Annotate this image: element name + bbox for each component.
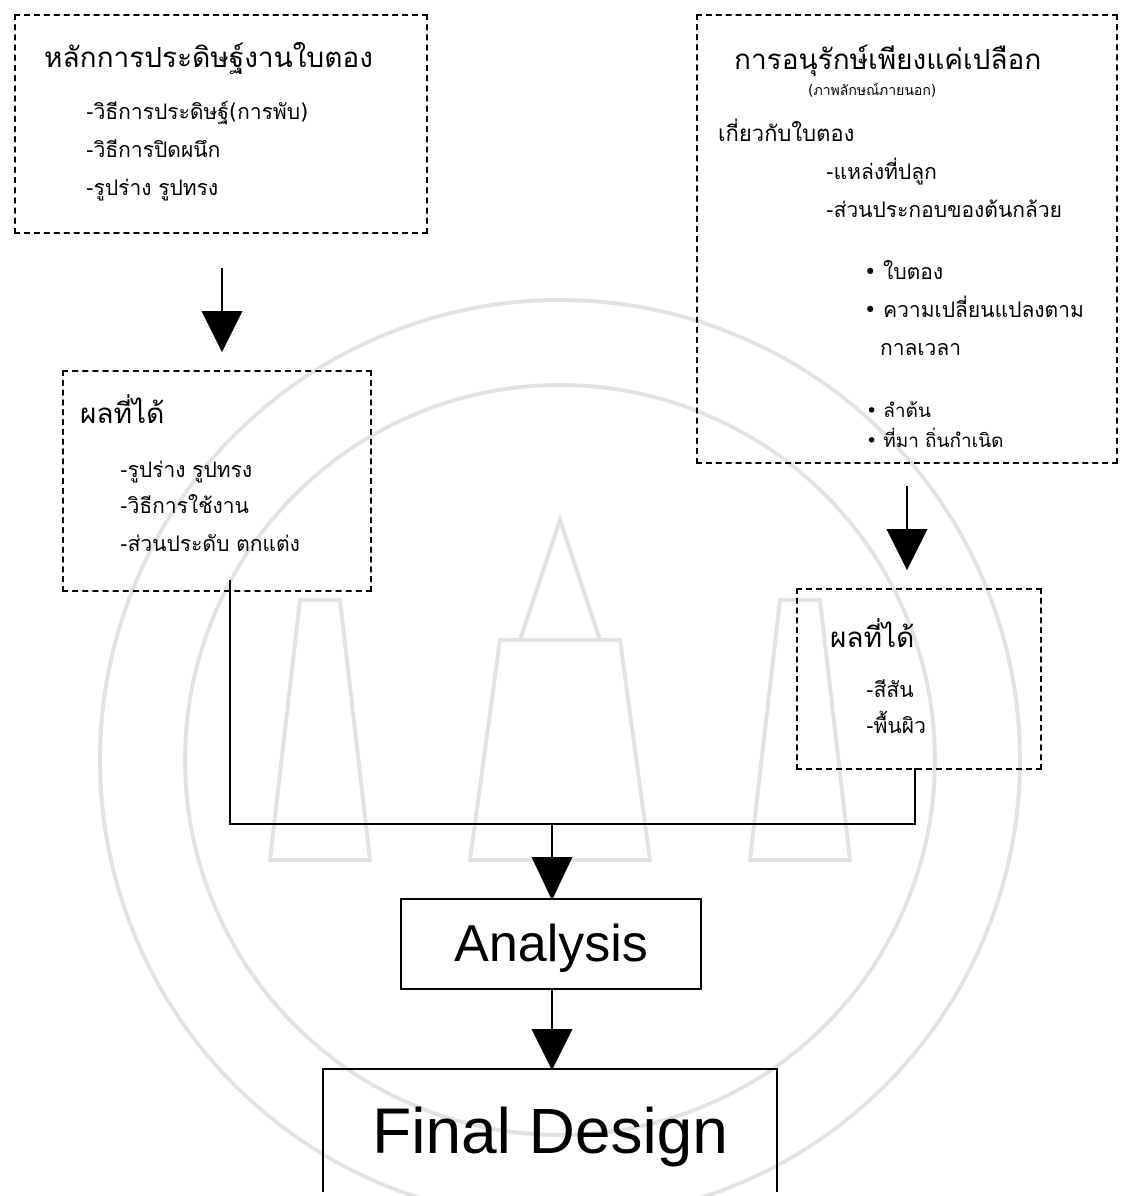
right-conservation-bullet: • ใบตอง bbox=[864, 260, 944, 284]
left-principles-box bbox=[14, 14, 428, 234]
final-design-label: Final Design bbox=[372, 1095, 728, 1167]
right-result-title: ผลที่ได้ bbox=[830, 621, 915, 654]
left-result-box bbox=[62, 370, 372, 592]
left-principles-item: -วิธีการปิดผนึก bbox=[86, 138, 221, 162]
right-conservation-heading: เกี่ยวกับใบตอง bbox=[718, 122, 855, 147]
left-result-title: ผลที่ได้ bbox=[80, 397, 165, 430]
right-conservation-item: -ส่วนประกอบของต้นกล้วย bbox=[826, 198, 1062, 222]
bullet-text: ที่มา ถิ่นกำเนิด bbox=[883, 430, 1004, 452]
left-result-item: -รูปร่าง รูปทรง bbox=[120, 458, 253, 482]
right-conservation-bullet: • ลำต้น bbox=[866, 400, 931, 422]
left-principles-title: หลักการประดิษฐ์งานใบตอง bbox=[44, 41, 373, 74]
final-design-box: Final Design bbox=[322, 1068, 778, 1192]
arrow-head-1 bbox=[201, 311, 243, 353]
left-principles-item: -วิธีการประดิษฐ์(การพับ) bbox=[86, 100, 309, 124]
analysis-box: Analysis bbox=[400, 898, 702, 990]
arrow-head-4 bbox=[531, 1029, 573, 1071]
left-result-item: -วิธีการใช้งาน bbox=[120, 494, 249, 518]
bullet-text: ลำต้น bbox=[883, 400, 931, 422]
bullet-text: ความเปลี่ยนแปลงตาม bbox=[883, 298, 1084, 322]
right-conservation-box bbox=[696, 14, 1118, 464]
bullet-text: ใบตอง bbox=[883, 260, 944, 284]
arrow-head-3 bbox=[531, 857, 573, 901]
merge-line bbox=[229, 580, 916, 825]
arrow-head-2 bbox=[886, 529, 928, 571]
right-result-box bbox=[796, 588, 1042, 770]
right-conservation-bullet: • ที่มา ถิ่นกำเนิด bbox=[866, 430, 1004, 452]
analysis-label: Analysis bbox=[454, 915, 648, 973]
left-principles-item: -รูปร่าง รูปทรง bbox=[86, 176, 219, 200]
right-conservation-item: -แหล่งที่ปลูก bbox=[826, 160, 937, 184]
left-result-item: -ส่วนประดับ ตกแต่ง bbox=[120, 532, 300, 556]
right-conservation-subtitle: (ภาพลักษณ์ภายนอก) bbox=[808, 83, 937, 99]
right-result-item: -พื้นผิว bbox=[866, 714, 926, 738]
right-conservation-bullet-cont: กาลเวลา bbox=[880, 336, 962, 360]
right-result-item: -สีสัน bbox=[866, 678, 914, 702]
right-conservation-bullet: • ความเปลี่ยนแปลงตาม bbox=[864, 298, 1084, 322]
right-conservation-title: การอนุรักษ์เพียงแค่เปลือก bbox=[734, 43, 1042, 76]
